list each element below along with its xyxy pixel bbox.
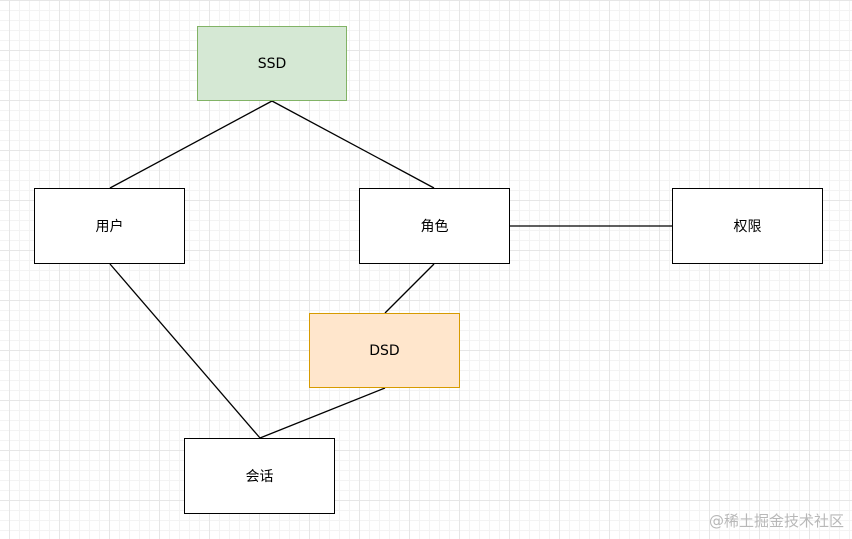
edge-role-dsd <box>384 263 435 314</box>
edge-dsd-session <box>259 387 386 439</box>
node-user-label: 用户 <box>95 219 124 235</box>
watermark-text: @稀土掘金技术社区 <box>708 512 844 530</box>
node-role[interactable]: 角色 <box>359 188 510 264</box>
node-dsd[interactable]: DSD <box>309 313 460 388</box>
node-permission-label: 权限 <box>733 219 762 235</box>
node-user[interactable]: 用户 <box>34 188 185 264</box>
node-session[interactable]: 会话 <box>184 438 335 514</box>
node-permission[interactable]: 权限 <box>672 188 823 264</box>
node-ssd[interactable]: SSD <box>197 26 347 101</box>
node-role-label: 角色 <box>420 219 449 235</box>
edge-ssd-user <box>109 100 273 189</box>
node-session-label: 会话 <box>245 469 274 485</box>
node-ssd-label: SSD <box>257 55 287 72</box>
node-dsd-label: DSD <box>369 342 400 359</box>
edge-ssd-role <box>271 100 435 189</box>
edge-user-session <box>109 263 261 439</box>
